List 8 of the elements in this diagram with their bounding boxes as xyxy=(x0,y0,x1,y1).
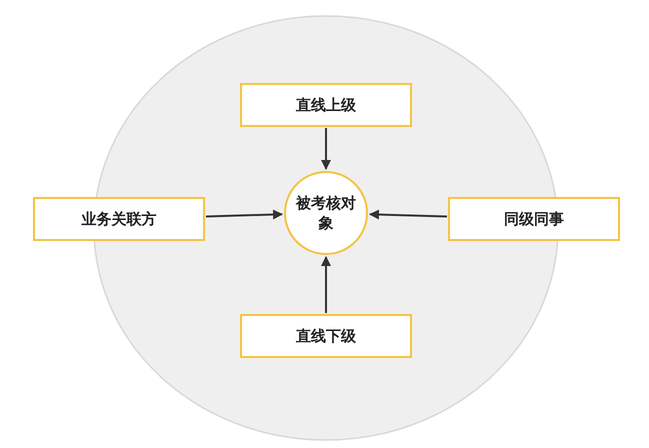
arrow xyxy=(368,210,448,220)
role-box: 直线上级 xyxy=(240,83,412,127)
role-box: 业务关联方 xyxy=(33,197,205,241)
role-box: 同级同事 xyxy=(448,197,620,241)
role-box: 直线下级 xyxy=(240,314,412,358)
arrow xyxy=(206,210,284,220)
arrow xyxy=(321,256,331,313)
arrow xyxy=(321,128,331,170)
